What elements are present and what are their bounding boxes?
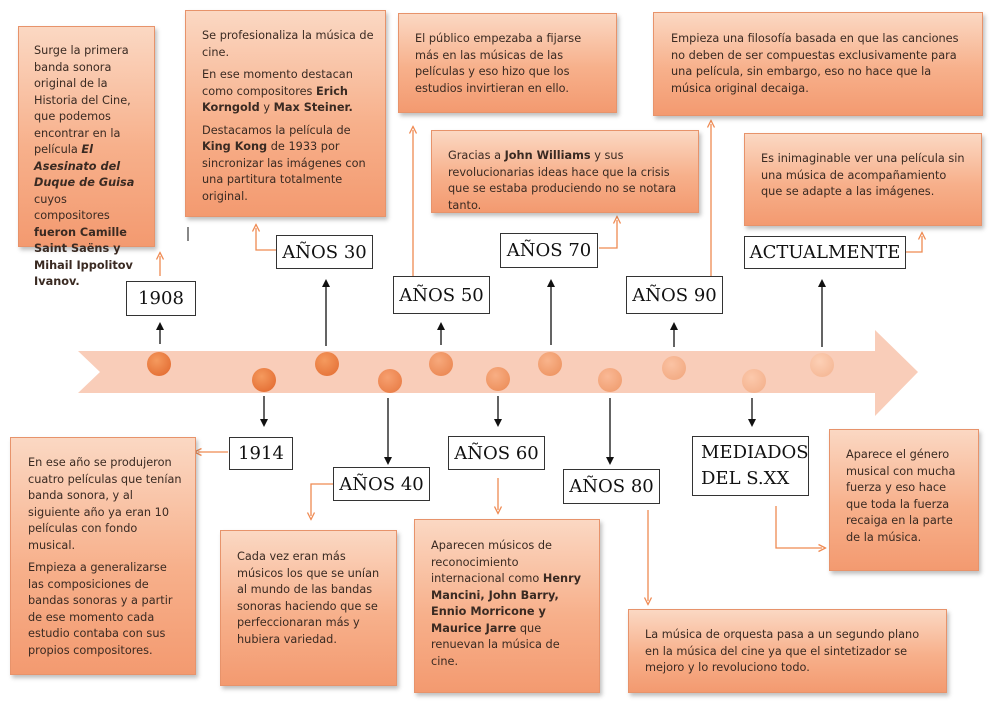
label-1914: 1914 [229, 437, 293, 470]
label-anos-30: AÑOS 30 [276, 235, 373, 269]
text-30-korngold: Erich Korngold [202, 84, 348, 115]
textbox-anos-70: Gracias a John Williams y sus revolucion… [431, 130, 699, 213]
text-1908-a: Surge la primera banda sonora original d… [34, 44, 131, 156]
text-30-kingkong: King Kong [202, 140, 268, 153]
timeline-dot-mediados [742, 369, 766, 393]
label-anos-90: AÑOS 90 [626, 276, 723, 314]
text-30-p3a: Destacamos la película de [202, 123, 351, 137]
text-1914-p1: En ese año se produjeron cuatro película… [28, 456, 182, 552]
text-70-williams: John Williams [504, 149, 591, 162]
label-anos-80: AÑOS 80 [563, 469, 660, 504]
text-30-p2c: y [259, 101, 274, 114]
timeline-dot-1908 [147, 352, 171, 376]
label-mediados: MEDIADOS DEL S.XX [692, 436, 809, 496]
textbox-anos-40: Cada vez eran más músicos los que se uní… [220, 530, 397, 686]
textbox-anos-30: Se profesionaliza la música de cine. En … [185, 10, 386, 217]
text-30-p1: Se profesionaliza la música de cine. [202, 29, 374, 59]
textbox-actualmente: Es inimaginable ver una película sin una… [744, 133, 982, 226]
timeline-dot-80 [598, 368, 622, 392]
timeline-dot-1914 [252, 368, 276, 392]
text-70-c: y sus revolucionarias ideas hace que la … [448, 149, 677, 212]
label-anos-60: AÑOS 60 [448, 436, 545, 470]
timeline-dot-40 [378, 369, 402, 393]
text-90: Empieza una filosofía basada en que las … [671, 32, 959, 95]
textbox-1908: Surge la primera banda sonora original d… [18, 26, 155, 288]
label-1908: 1908 [126, 281, 196, 316]
text-1908-composers: fueron Camille Saint Saëns y Mihail Ippo… [34, 225, 133, 289]
text-mediados: Aparece el género musical con mucha fuer… [846, 448, 956, 544]
textbox-mediados: Aparece el género musical con mucha fuer… [829, 429, 979, 571]
timeline-dot-50 [429, 352, 453, 376]
text-actualmente: Es inimaginable ver una película sin una… [761, 152, 965, 198]
textbox-anos-90: Empieza una filosofía basada en que las … [653, 12, 983, 116]
text-40: Cada vez eran más músicos los que se uní… [237, 550, 380, 646]
label-anos-40: AÑOS 40 [333, 467, 430, 501]
timeline-dot-actual [810, 353, 834, 377]
timeline-dot-70 [538, 352, 562, 376]
text-30-p2a: En ese momento destacan como compositore… [202, 68, 353, 98]
timeline-dot-30 [315, 352, 339, 376]
text-60-a: Aparecen músicos de reconocimiento inter… [431, 539, 552, 585]
text-60-c: que renuevan la música de cine. [431, 621, 560, 668]
text-80: La música de orquesta pasa a un segundo … [645, 628, 920, 674]
label-mediados-line2: DEL S.XX [701, 468, 790, 489]
textbox-anos-80: La música de orquesta pasa a un segundo … [628, 609, 947, 693]
label-actualmente: ACTUALMENTE [744, 236, 906, 269]
text-60-composers: Henry Mancini, John Barry, Ennio Morrico… [431, 572, 582, 635]
text-30-steiner: Max Steiner. [273, 101, 353, 114]
timeline-dot-60 [486, 367, 510, 391]
text-1908-film: El Asesinato del Duque de Guisa [34, 143, 135, 189]
text-1908-c: cuyos compositores [34, 192, 110, 223]
text-50: El público empezaba a fijarse más en las… [415, 32, 582, 95]
textbox-1914: En ese año se produjeron cuatro película… [10, 437, 196, 675]
text-30-p2: En ese momento destacan como compositore… [202, 67, 375, 117]
label-anos-70: AÑOS 70 [500, 233, 598, 268]
text-30-p3c: de 1933 por sincronizar las imágenes con… [202, 140, 366, 203]
label-mediados-line1: MEDIADOS [701, 442, 809, 463]
label-anos-50: AÑOS 50 [393, 276, 490, 314]
text-1914-p2: Empieza a generalizarse las composicione… [28, 561, 173, 657]
textbox-anos-50: El público empezaba a fijarse más en las… [398, 13, 617, 113]
timeline-dot-90 [662, 356, 686, 380]
textbox-anos-60: Aparecen músicos de reconocimiento inter… [414, 519, 600, 693]
text-30-p3: Destacamos la película de King Kong de 1… [202, 123, 375, 206]
text-70-a: Gracias a [448, 149, 505, 162]
